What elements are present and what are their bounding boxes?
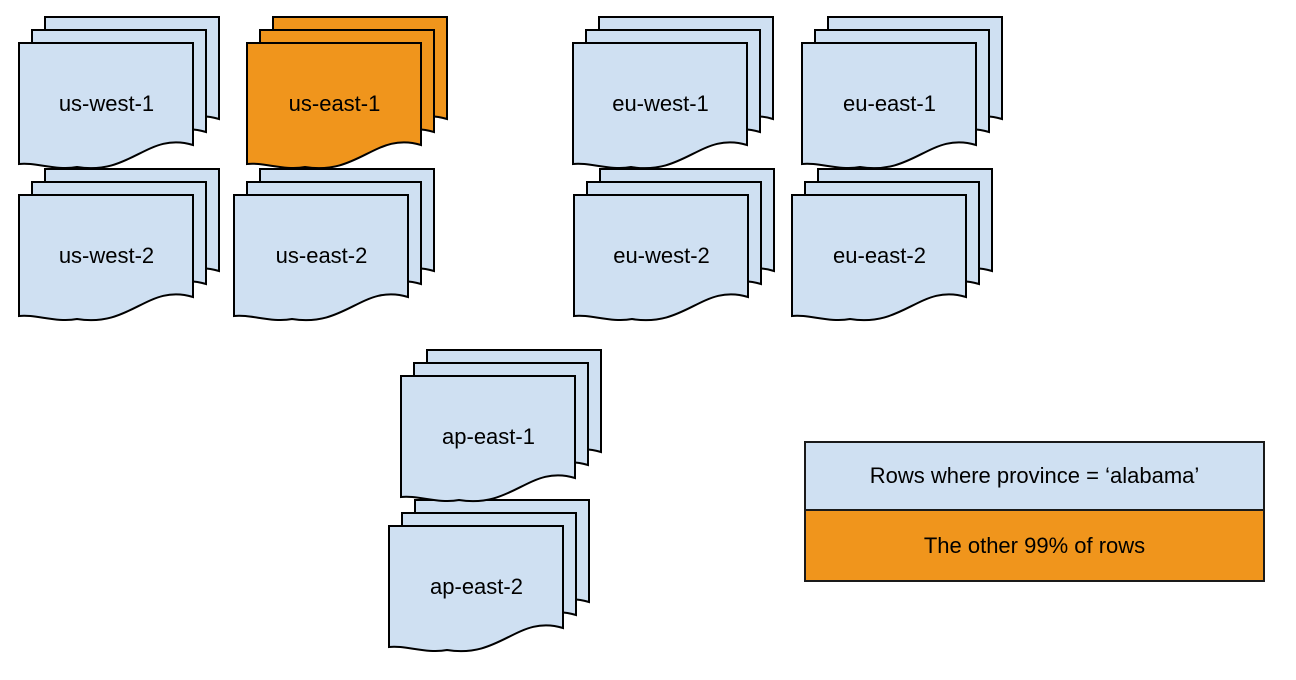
document-stack-icon (388, 499, 590, 653)
region-stack-us-west-1: us-west-1 (18, 16, 223, 175)
document-stack-icon (573, 168, 775, 322)
region-stack-eu-west-1: eu-west-1 (572, 16, 777, 175)
legend-item-alabama-rows: Rows where province = ‘alabama’ (806, 443, 1263, 511)
region-stack-us-east-2: us-east-2 (233, 168, 438, 327)
region-stack-ap-east-2: ap-east-2 (388, 499, 593, 658)
region-stack-eu-east-1: eu-east-1 (801, 16, 1006, 175)
legend-item-label: The other 99% of rows (923, 532, 1146, 558)
document-stack-icon (246, 16, 448, 170)
document-stack-icon (400, 349, 602, 503)
legend-item-other-rows: The other 99% of rows (806, 511, 1263, 580)
region-stack-eu-east-2: eu-east-2 (791, 168, 996, 327)
document-stack-icon (233, 168, 435, 322)
region-stack-us-east-1: us-east-1 (246, 16, 451, 175)
legend: Rows where province = ‘alabama’ The othe… (804, 441, 1265, 582)
region-stack-ap-east-1: ap-east-1 (400, 349, 605, 508)
document-stack-icon (18, 16, 220, 170)
region-stack-eu-west-2: eu-west-2 (573, 168, 778, 327)
legend-item-label: Rows where province = ‘alabama’ (869, 463, 1200, 488)
document-stack-icon (18, 168, 220, 322)
document-stack-icon (572, 16, 774, 170)
document-stack-icon (801, 16, 1003, 170)
document-stack-icon (791, 168, 993, 322)
region-stack-us-west-2: us-west-2 (18, 168, 223, 327)
